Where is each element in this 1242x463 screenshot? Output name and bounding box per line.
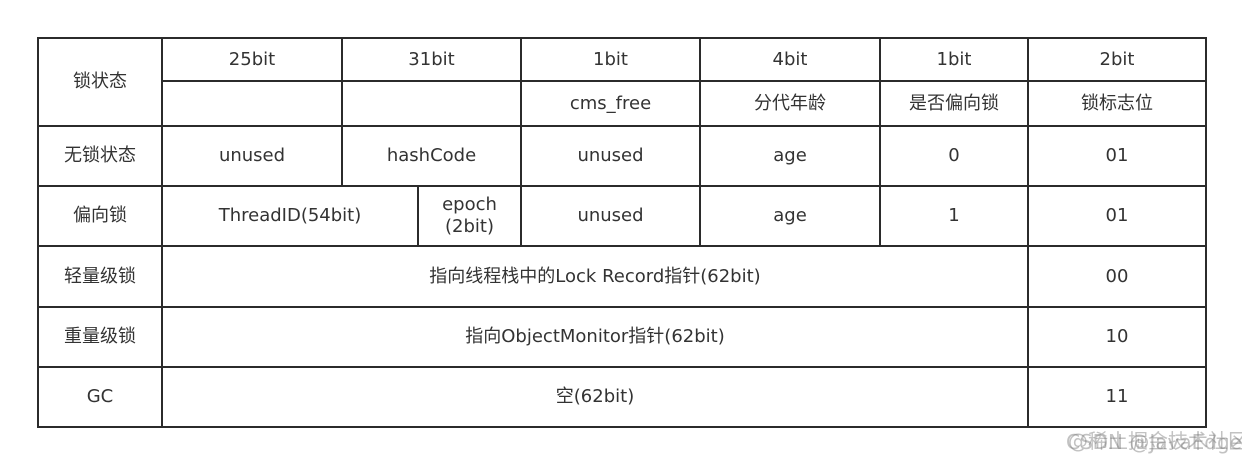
- cell-content: 指向线程栈中的Lock Record指针(62bit): [161, 245, 1029, 308]
- row-label-heavyweight: 重量级锁: [37, 306, 163, 368]
- row-label-lightweight: 轻量级锁: [37, 245, 163, 308]
- watermark-csdn: CSDN @JavaEdge.: [1066, 430, 1242, 454]
- cell: unused: [520, 125, 701, 187]
- cell-thread-id: ThreadID(54bit): [161, 185, 419, 247]
- cell: hashCode: [341, 125, 522, 187]
- header-bits-1a: 1bit: [520, 37, 701, 82]
- header-field-2: [341, 80, 522, 127]
- cell-content: 指向ObjectMonitor指针(62bit): [161, 306, 1029, 368]
- cell: 1: [879, 185, 1029, 247]
- cell-flag: 11: [1027, 366, 1207, 428]
- cell: unused: [161, 125, 343, 187]
- row-label-unlocked: 无锁状态: [37, 125, 163, 187]
- cell-flag: 00: [1027, 245, 1207, 308]
- row-label-gc: GC: [37, 366, 163, 428]
- row-label-biased: 偏向锁: [37, 185, 163, 247]
- watermark-juejin: @稀土掘金技术社区: [1068, 429, 1242, 453]
- cell-flag: 10: [1027, 306, 1207, 368]
- header-lock-state: 锁状态: [37, 37, 163, 127]
- header-bits-25: 25bit: [161, 37, 343, 82]
- header-bits-1b: 1bit: [879, 37, 1029, 82]
- header-bits-4: 4bit: [699, 37, 881, 82]
- header-field-1: [161, 80, 343, 127]
- cell: unused: [520, 185, 701, 247]
- cell: 01: [1027, 185, 1207, 247]
- header-bits-31: 31bit: [341, 37, 522, 82]
- cell: 01: [1027, 125, 1207, 187]
- cell-epoch: epoch (2bit): [417, 185, 522, 247]
- header-field-cms-free: cms_free: [520, 80, 701, 127]
- header-bits-2: 2bit: [1027, 37, 1207, 82]
- header-field-age: 分代年龄: [699, 80, 881, 127]
- cell: age: [699, 185, 881, 247]
- cell: age: [699, 125, 881, 187]
- cell: 0: [879, 125, 1029, 187]
- cell-content: 空(62bit): [161, 366, 1029, 428]
- header-field-flag: 锁标志位: [1027, 80, 1207, 127]
- header-field-biased: 是否偏向锁: [879, 80, 1029, 127]
